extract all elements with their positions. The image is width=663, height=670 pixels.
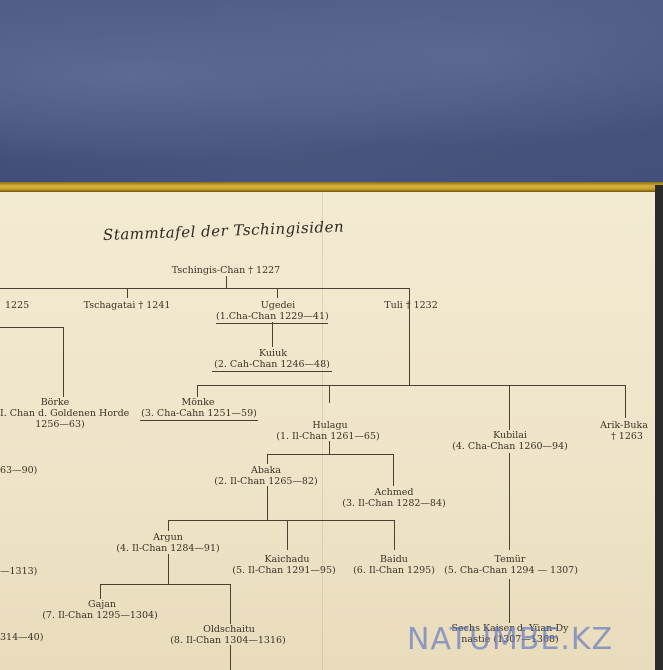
node-oldschaitu-title: (8. Il-Chan 1304—1316) bbox=[170, 635, 286, 646]
node-left-90: 63—90) bbox=[0, 465, 38, 476]
connector bbox=[63, 327, 64, 397]
connector bbox=[0, 327, 64, 328]
node-kubilai-name: Kubilai bbox=[493, 430, 527, 441]
node-kuiuk-name: Kuiuk bbox=[259, 348, 287, 359]
node-baidu-title: (6. Il-Chan 1295) bbox=[353, 565, 435, 576]
node-gajan-name: Gajan bbox=[88, 599, 116, 610]
connector bbox=[230, 584, 231, 624]
node-argun-name: Argun bbox=[153, 532, 183, 543]
connector bbox=[409, 288, 410, 385]
connector bbox=[267, 486, 268, 520]
node-achmed-name: Achmed bbox=[374, 487, 414, 498]
node-abaka-title: (2. Il-Chan 1265—82) bbox=[214, 476, 318, 487]
node-hulagu-title: (1. Il-Chan 1261—65) bbox=[276, 431, 380, 442]
connector bbox=[509, 385, 510, 430]
connector bbox=[272, 322, 273, 347]
node-temur-name: Temür bbox=[494, 554, 526, 565]
node-kubilai-title: (4. Cha-Chan 1260—94) bbox=[452, 441, 568, 452]
node-kuiuk-title: (2. Cah-Chan 1246—48) bbox=[212, 359, 332, 372]
connector bbox=[509, 579, 510, 623]
connector bbox=[230, 645, 231, 670]
connector bbox=[509, 453, 510, 550]
connector bbox=[277, 288, 278, 298]
gold-frame-border bbox=[0, 182, 663, 192]
node-tuli: Tuli † 1232 bbox=[384, 300, 438, 311]
node-abaka-name: Abaka bbox=[250, 465, 282, 476]
node-root: Tschingis-Chan † 1227 bbox=[171, 265, 281, 276]
node-left-1340: 314—40) bbox=[0, 632, 44, 643]
connector bbox=[197, 385, 626, 386]
connector bbox=[267, 454, 268, 464]
node-baidu-name: Baidu bbox=[380, 554, 408, 565]
node-kaichadu-title: (5. Il-Chan 1291—95) bbox=[232, 565, 336, 576]
node-gajan-title: (7. Il-Chan 1295—1304) bbox=[42, 610, 158, 621]
connector bbox=[100, 584, 101, 599]
node-oldschaitu-name: Oldschaitu bbox=[203, 624, 255, 635]
node-moenke-title: (3. Cha-Cahn 1251—59) bbox=[140, 408, 258, 421]
connector bbox=[267, 454, 394, 455]
connector bbox=[197, 385, 198, 397]
node-boerke-title: I. Chan d. Goldenen Horde bbox=[0, 408, 130, 419]
connector bbox=[329, 441, 330, 454]
connector bbox=[226, 276, 227, 288]
connector bbox=[168, 554, 169, 584]
node-yuan-line2: nastie (1307—1368) bbox=[461, 634, 559, 645]
connector bbox=[393, 454, 394, 486]
connector bbox=[127, 288, 128, 298]
node-yuan-line1: Sechs Kaiser d. Yüan-Dy bbox=[451, 623, 569, 634]
node-kaichadu-name: Kaichadu bbox=[264, 554, 310, 565]
node-ugedei-title: (1.Cha-Chan 1229—41) bbox=[216, 311, 329, 324]
connector bbox=[0, 288, 410, 289]
node-left-1313: —1313) bbox=[0, 566, 38, 577]
node-moenke-name: Mönke bbox=[181, 397, 215, 408]
connector bbox=[168, 520, 395, 521]
connector bbox=[625, 385, 626, 418]
node-hulagu-name: Hulagu bbox=[312, 420, 348, 431]
watermark: NATUMBE.KZ bbox=[407, 622, 614, 657]
node-temur-title: (5. Cha-Chan 1294 — 1307) bbox=[444, 565, 578, 576]
genealogy-sheet bbox=[0, 192, 655, 670]
connector bbox=[287, 520, 288, 550]
connector bbox=[329, 385, 330, 403]
node-argun-title: (4. Il-Chan 1284—91) bbox=[116, 543, 220, 554]
connector bbox=[100, 584, 231, 585]
node-tschagatai: Tschagatai † 1241 bbox=[83, 300, 171, 311]
node-left-1225: 1225 bbox=[5, 300, 30, 311]
paper-fold bbox=[322, 192, 323, 670]
node-arikbuka-name: Arik-Buka bbox=[600, 420, 648, 431]
connector bbox=[168, 520, 169, 531]
node-achmed-title: (3. Il-Chan 1282—84) bbox=[342, 498, 446, 509]
node-boerke-years: 1256—63) bbox=[35, 419, 85, 430]
connector bbox=[394, 520, 395, 550]
node-boerke-name: Börke bbox=[40, 397, 70, 408]
node-ugedei-name: Ugedei bbox=[260, 300, 296, 311]
frame-edge bbox=[655, 185, 663, 670]
blue-velvet-background bbox=[0, 0, 663, 188]
node-arikbuka-years: † 1263 bbox=[611, 431, 643, 442]
